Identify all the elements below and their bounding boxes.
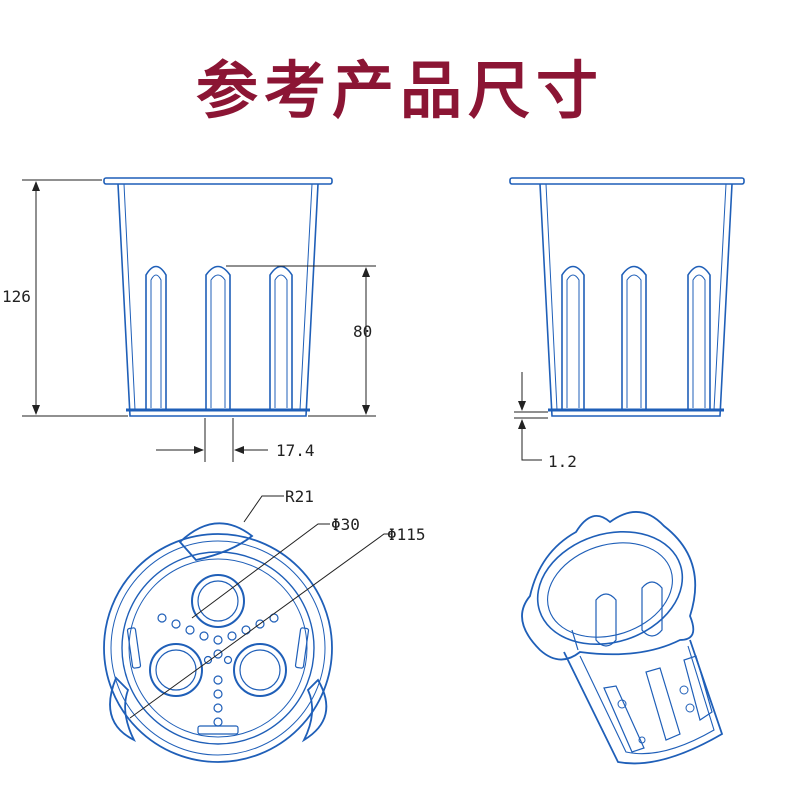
front-slot-center [205, 265, 231, 410]
front-view [103, 177, 333, 417]
side-slot-left [561, 265, 585, 410]
isometric-rim [521, 511, 697, 661]
bottom-view-dimensions [129, 495, 392, 719]
page-title: 参考产品尺寸 [195, 54, 604, 127]
front-slot-left [145, 265, 167, 410]
hole-diameter-dimension: Φ30 [331, 515, 360, 534]
outer-diameter-dimension: Φ115 [387, 525, 426, 544]
slot-height-dimension: 80 [353, 322, 372, 341]
bottom-view-lobe-left [109, 676, 137, 743]
front-slot-right [269, 265, 293, 410]
radius-dimension: R21 [285, 487, 314, 506]
slot-width-dimension: 17.4 [276, 441, 315, 460]
drain-hole-left [149, 643, 203, 697]
side-view-body [539, 183, 733, 417]
side-view [509, 177, 745, 417]
side-view-dimensions [514, 372, 548, 461]
front-view-body [117, 183, 319, 417]
side-view-rim [509, 177, 745, 185]
drain-hole-top [191, 574, 245, 628]
height-dimension: 126 [2, 287, 31, 306]
bottom-view [103, 522, 333, 763]
isometric-body [563, 639, 724, 765]
small-holes [157, 613, 279, 727]
side-slot-right [687, 265, 711, 410]
side-slot-center [621, 265, 647, 410]
bottom-view-outer-circle [103, 533, 333, 763]
bottom-view-lobe-top [178, 522, 254, 561]
base-thickness-dimension: 1.2 [548, 452, 577, 471]
front-view-dimensions [22, 179, 376, 462]
isometric-view [521, 511, 724, 765]
bottom-view-lobe-right [301, 678, 328, 743]
front-view-rim [103, 177, 333, 185]
drain-hole-right [233, 643, 287, 697]
